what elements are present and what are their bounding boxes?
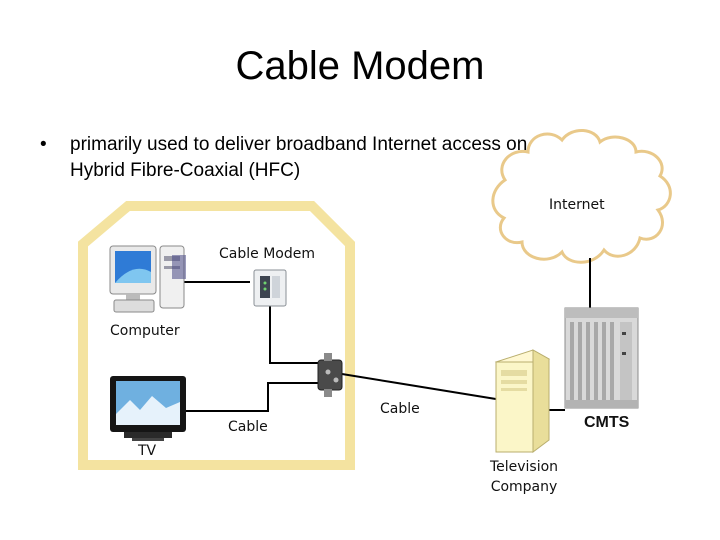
bullet-marker: • <box>40 134 47 155</box>
computer-label: Computer <box>110 323 180 339</box>
cloud-icon <box>491 129 672 264</box>
splitter-icon <box>317 353 343 397</box>
server-tower-icon <box>494 349 551 453</box>
tv-icon <box>110 376 186 441</box>
computer-icon <box>109 245 186 313</box>
wires <box>170 258 591 412</box>
bullet-text: primarily used to deliver broadband Inte… <box>70 134 528 181</box>
slide-title: Cable Modem <box>235 44 485 88</box>
television-company-label-line2: Company <box>490 479 558 495</box>
cable-label-right: Cable <box>380 401 420 417</box>
television-company-label-line1: Television <box>489 459 559 475</box>
cable-modem-label: Cable Modem <box>219 246 315 262</box>
internet-label: Internet <box>549 197 605 213</box>
wire-modem-splitter <box>269 302 318 364</box>
tv-label: TV <box>138 443 157 459</box>
cmts-rack-icon <box>564 307 639 409</box>
wire-splitter-company <box>341 373 503 401</box>
house-outline <box>78 201 355 470</box>
cmts-label: CMTS <box>584 414 630 431</box>
cable-label-left: Cable <box>228 419 268 435</box>
wire-tv-splitter <box>186 382 318 412</box>
cable-modem-icon <box>253 269 287 307</box>
